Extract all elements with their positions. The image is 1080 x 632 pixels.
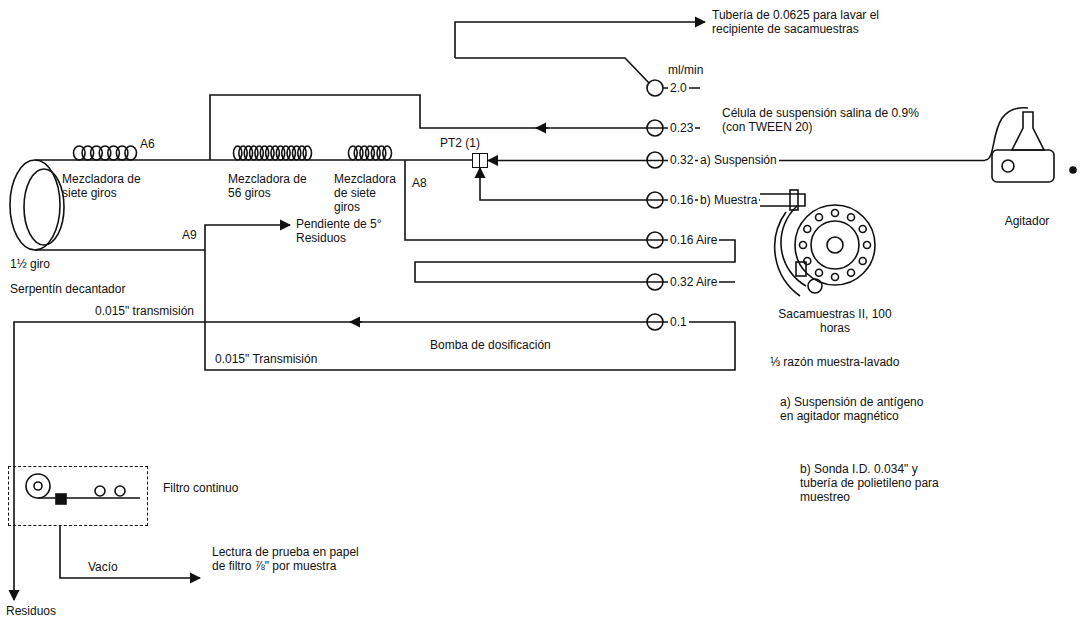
flow-rate: 0.23	[668, 121, 695, 135]
sampler-table	[795, 205, 875, 285]
filter-roller	[95, 486, 105, 496]
sample-cup	[816, 269, 823, 276]
connector-label: a) Suspensión	[698, 153, 779, 167]
flow-rate: 0.32 Aire	[668, 275, 719, 289]
saline-line	[210, 95, 700, 160]
mixer-coil	[125, 146, 137, 160]
waste-line	[205, 225, 290, 250]
sample-cup	[832, 210, 839, 217]
note-label: a) Suspensión de antígeno en agitador ma…	[780, 395, 925, 423]
flow-arrow	[350, 321, 362, 323]
wash-pump-line	[455, 58, 700, 88]
sampler-table	[811, 221, 859, 269]
filter-roller	[115, 486, 125, 496]
callout-number: A8	[412, 176, 427, 190]
callout-number: A9	[182, 228, 197, 242]
pump-tube	[647, 80, 663, 96]
mixer-coil	[303, 146, 311, 160]
sample-cup	[804, 258, 811, 265]
note-label: ⅓ razón muestra-lavado	[770, 355, 899, 369]
junction-divider	[479, 154, 480, 167]
callout-number: A6	[140, 137, 155, 151]
pump-tube	[647, 274, 663, 290]
note-label: Tubería de 0.0625 para lavar el recipien…	[712, 8, 892, 36]
decanter-outlet	[35, 249, 205, 251]
pump-label: Bomba de dosificación	[430, 338, 551, 352]
air-line	[405, 160, 735, 282]
stirrer-knob	[1002, 160, 1014, 172]
filter-roll	[26, 474, 50, 498]
sample-cup	[832, 274, 839, 281]
vacuum-line	[60, 526, 200, 578]
note-label: b) Sonda I.D. 0.034" y tubería de poliet…	[800, 462, 940, 504]
tubing-label: 0.015" Transmisión	[215, 352, 317, 366]
transmission-line	[14, 250, 735, 600]
filter-roll	[34, 482, 42, 490]
sample-cup	[848, 214, 855, 221]
mixer-coil	[383, 146, 392, 160]
waste-label: Residuos	[6, 604, 56, 618]
sample-cup	[800, 242, 807, 249]
sampler	[760, 190, 875, 296]
mixer-label: Mezcladora de siete giros	[62, 172, 142, 200]
vacuum-label: Vacío	[88, 560, 118, 574]
sample-cup	[859, 258, 866, 265]
filter-parts	[26, 474, 140, 504]
node-label: PT2 (1)	[440, 136, 488, 150]
waste-label: Pendiente de 5° Residuos	[296, 217, 396, 245]
sample-cup	[864, 242, 871, 249]
node-label: Agitador	[1005, 214, 1050, 228]
sample-cup	[816, 214, 823, 221]
pump-tube	[647, 314, 663, 330]
flow-rate: 0.16 Aire	[668, 233, 719, 247]
sample-cup	[804, 226, 811, 233]
connector-label: b) Muestra	[698, 193, 759, 207]
flask	[1012, 112, 1044, 150]
mixer-label: Mezcladora de siete giros	[334, 172, 400, 214]
mixer-label: Mezcladora de 56 giros	[228, 172, 310, 200]
sample-cup	[808, 279, 822, 293]
pump-tube	[647, 232, 663, 248]
filter-paper	[38, 497, 140, 499]
decanter-coil	[24, 169, 64, 245]
flow-arrow	[536, 127, 548, 129]
note-label: Célula de suspensión salina de 0.9% (con…	[722, 106, 927, 134]
flow-rate: 0.16	[668, 193, 695, 207]
magnetic-stirrer	[985, 108, 1076, 182]
flow-rate: 0.32	[668, 153, 695, 167]
filter-box: Filtro continuo	[8, 466, 148, 526]
node-label: Sacamuestras II, 100 horas	[762, 307, 908, 335]
note-label: Lectura de prueba en papel de filtro ⅞" …	[212, 545, 362, 573]
coil-label: Serpentín decantador	[10, 282, 125, 296]
node-label: Filtro continuo	[161, 481, 240, 495]
pump-tubes	[647, 80, 663, 330]
coil-label: 1½ giro	[10, 257, 50, 271]
flow-rate: 2.0	[668, 81, 689, 95]
tubing-label: 0.015" transmisión	[95, 304, 194, 318]
stirrer-unit: Agitador	[985, 100, 1069, 230]
pump-tube	[647, 120, 663, 136]
sampler-hub	[827, 237, 843, 253]
junction-box: PT2 (1)	[440, 136, 488, 168]
wash-line	[455, 22, 705, 58]
flow-rate: 0.1	[668, 315, 689, 329]
stirrer-base	[992, 150, 1054, 182]
sample-cup	[848, 269, 855, 276]
sampler-unit: Sacamuestras II, 100 horas	[760, 172, 910, 337]
suspension-tube	[985, 108, 1028, 160]
junction-symbol	[472, 153, 488, 168]
filter-head	[56, 494, 66, 504]
unit-label: ml/min	[668, 63, 703, 77]
plug-dot	[1070, 167, 1076, 173]
sample-cup	[859, 226, 866, 233]
sampler-guide	[775, 206, 806, 296]
